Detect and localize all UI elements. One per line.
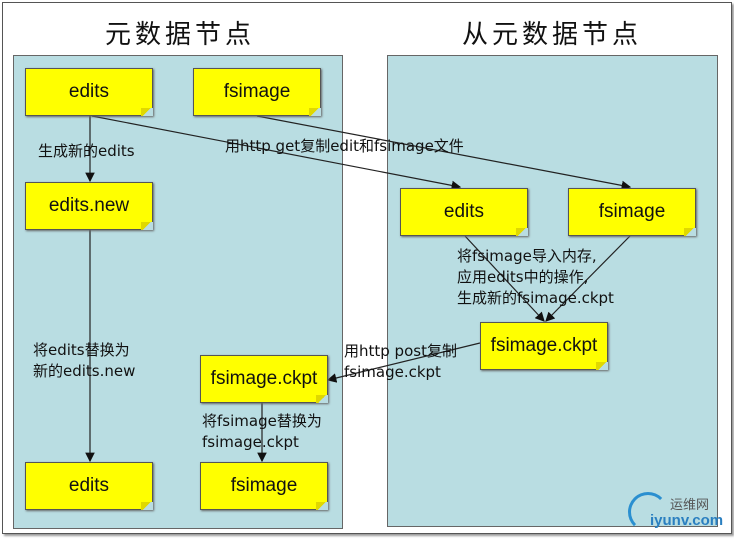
primary-fsimage-file: fsimage (193, 68, 321, 116)
label-http-post: 用http post复制 fsimage.ckpt (344, 341, 457, 383)
watermark-cn: 运维网 (670, 497, 710, 512)
primary-namenode-panel (13, 55, 343, 529)
label-merge: 将fsimage导入内存, 应用edits中的操作, 生成新的fsimage.c… (457, 246, 614, 309)
secondary-fsimage-ckpt-file: fsimage.ckpt (480, 322, 608, 370)
primary-namenode-title: 元数据节点 (104, 20, 255, 50)
arrow-edits-copy (91, 115, 462, 191)
label-merge-line: 应用edits中的操作, (457, 268, 589, 286)
primary-edits-final-file: edits (25, 462, 153, 510)
primary-edits-new-file: edits.new (25, 182, 153, 230)
label-http-post-line: 用http post复制 (344, 342, 457, 360)
secondary-namenode-title: 从元数据节点 (461, 20, 642, 50)
label-replace-edits: 将edits替换为 新的edits.new (33, 340, 135, 382)
label-replace-fsimage: 将fsimage替换为 fsimage.ckpt (202, 411, 322, 453)
label-replace-edits-line: 新的edits.new (33, 362, 136, 380)
primary-edits-file: edits (25, 68, 153, 116)
arrow-fsimage-merge (545, 235, 631, 322)
primary-fsimage-ckpt-file: fsimage.ckpt (200, 355, 328, 403)
label-generate-edits: 生成新的edits (38, 142, 135, 160)
label-replace-fsimage-line: 将fsimage替换为 (202, 412, 322, 430)
label-replace-edits-line: 将edits替换为 (33, 341, 130, 359)
secondary-fsimage-file: fsimage (568, 188, 696, 236)
arrow-edits-merge (464, 235, 545, 322)
secondary-edits-file: edits (400, 188, 528, 236)
label-merge-line: 生成新的fsimage.ckpt (457, 289, 614, 307)
label-http-post-line: fsimage.ckpt (344, 363, 441, 381)
label-http-get: 用http get复制edit和fsimage文件 (225, 137, 464, 155)
primary-fsimage-final-file: fsimage (200, 462, 328, 510)
label-merge-line: 将fsimage导入内存, (457, 247, 597, 265)
arrow-fsimage-copy (256, 115, 632, 191)
watermark-en: iyunv.com (650, 512, 724, 529)
label-replace-fsimage-line: fsimage.ckpt (202, 433, 299, 451)
arrow-ckpt-post (326, 342, 481, 383)
secondary-namenode-panel (387, 55, 718, 527)
watermark-swirl-icon (628, 492, 668, 532)
